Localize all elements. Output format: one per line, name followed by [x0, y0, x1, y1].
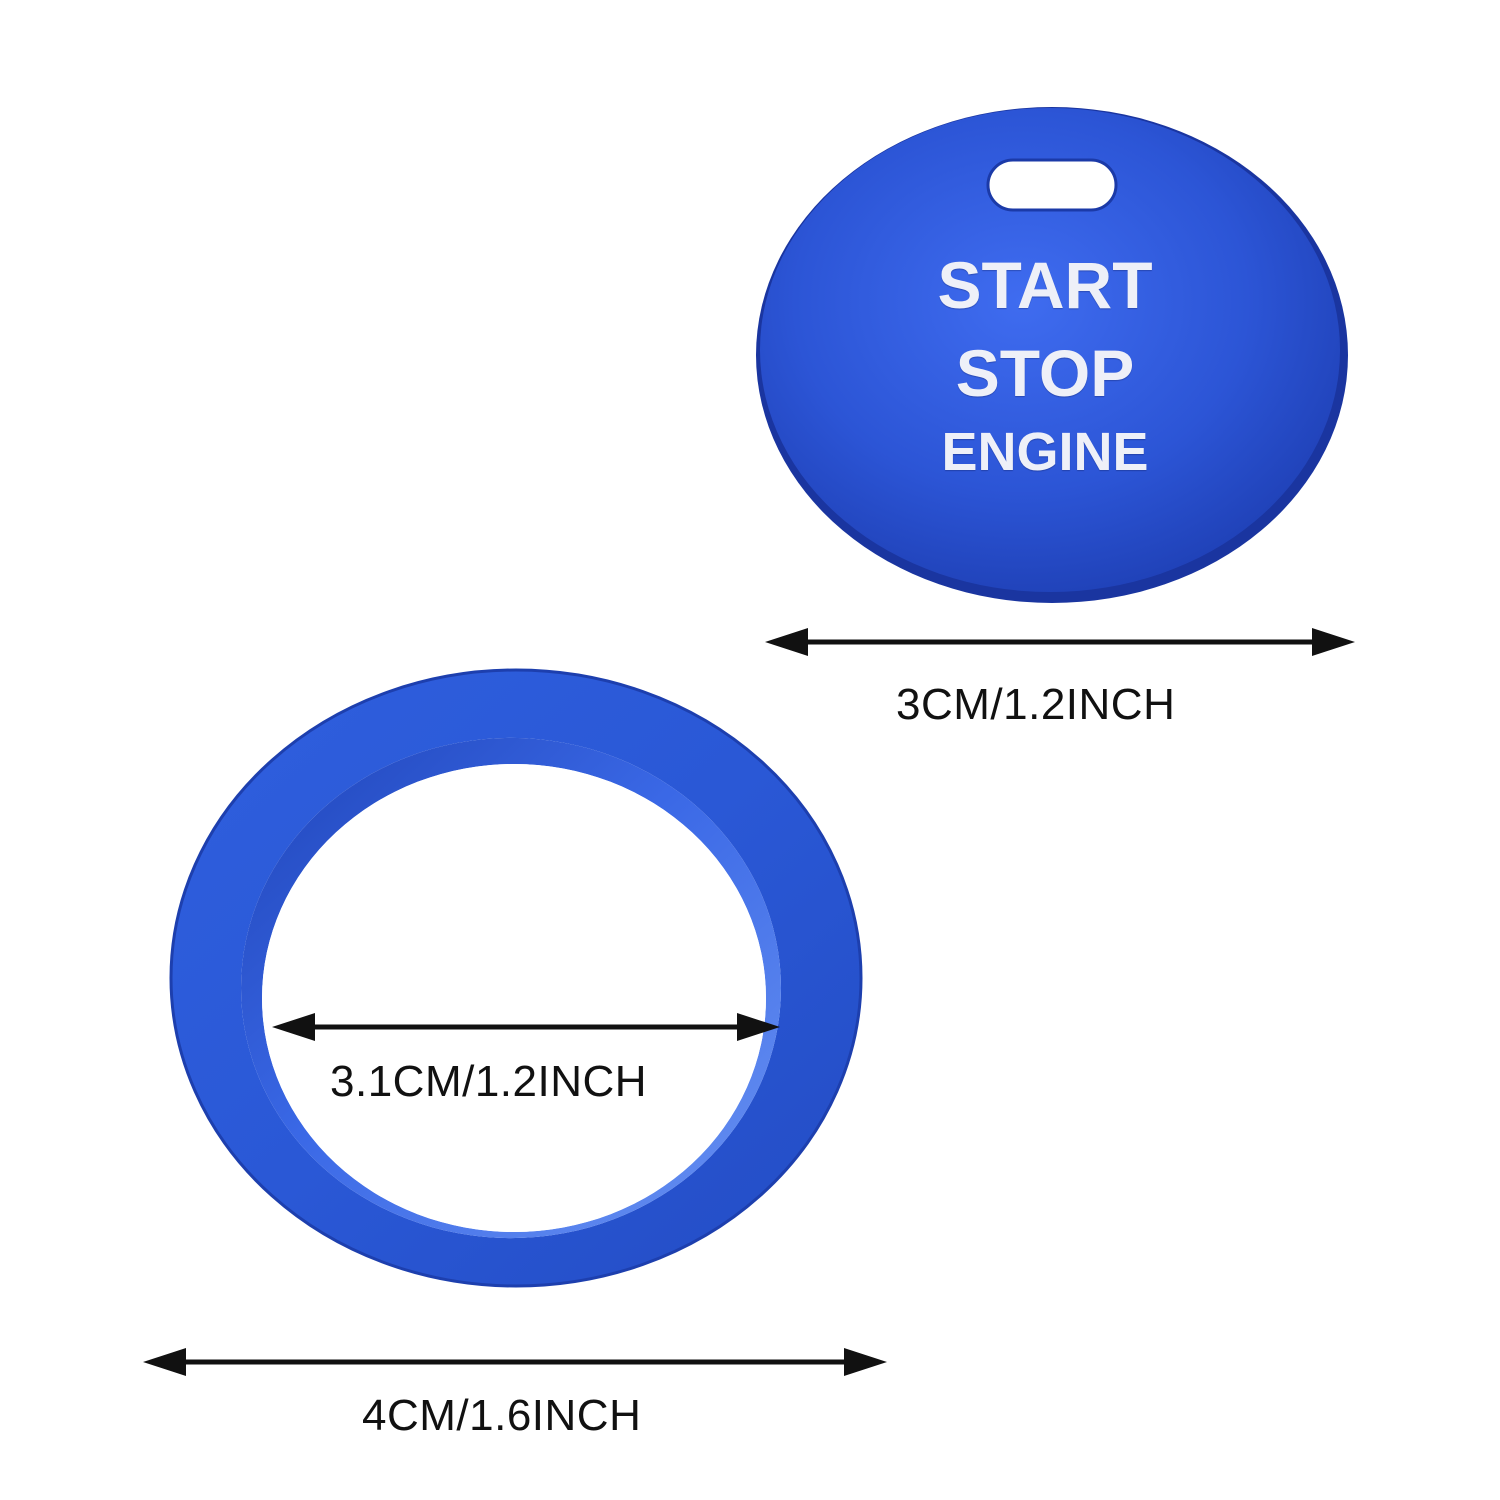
button-label-start: START — [937, 248, 1153, 322]
bezel-ring — [169, 668, 863, 1288]
button-diameter-label: 3CM/1.2INCH — [896, 680, 1176, 729]
button-label-engine: ENGINE — [941, 422, 1149, 482]
ring-inner-arrow — [272, 1013, 780, 1041]
button-slot-hole — [986, 158, 1118, 212]
ring-inner-diameter-label: 3.1CM/1.2INCH — [330, 1057, 648, 1106]
start-stop-button-cap — [756, 107, 1348, 603]
ring-outer-arrow — [143, 1348, 887, 1376]
ring-outer-diameter-label: 4CM/1.6INCH — [362, 1391, 642, 1440]
button-label-stop: STOP — [955, 336, 1135, 410]
button-width-arrow — [765, 628, 1355, 656]
